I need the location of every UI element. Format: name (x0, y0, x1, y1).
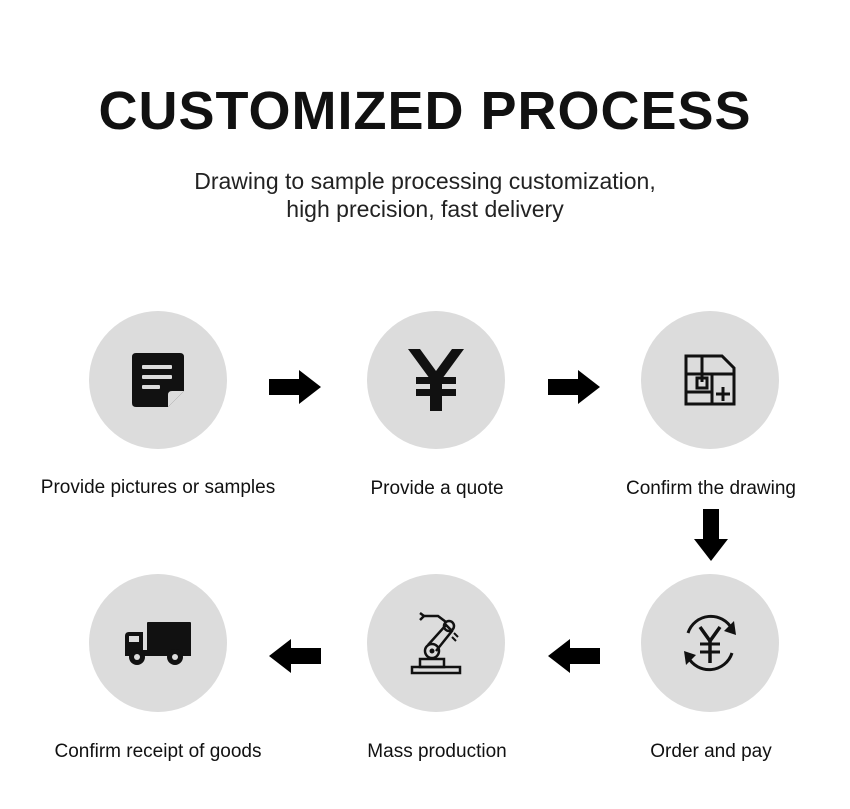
step-6-circle (89, 574, 227, 712)
subtitle-line-2: high precision, fast delivery (286, 196, 564, 222)
drawing-plan-icon (684, 354, 736, 406)
arrow-down (694, 509, 728, 561)
arrow-left-2 (269, 639, 321, 673)
step-3-circle (641, 311, 779, 449)
page-subtitle: Drawing to sample processing customizati… (0, 167, 850, 223)
subtitle-line-1: Drawing to sample processing customizati… (194, 168, 656, 194)
arrow-left-1 (548, 639, 600, 673)
yen-exchange-icon (684, 614, 736, 672)
step-4-circle (641, 574, 779, 712)
step-6-label: Confirm receipt of goods (54, 741, 262, 762)
truck-icon (125, 622, 191, 665)
step-2-label: Provide a quote (370, 478, 504, 499)
step-2-circle (367, 311, 505, 449)
step-4-label: Order and pay (650, 741, 772, 762)
page-title: CUSTOMIZED PROCESS (98, 81, 752, 141)
step-5-circle (367, 574, 505, 712)
yen-icon (408, 349, 464, 411)
robot-arm-icon (410, 612, 462, 675)
document-icon (132, 353, 184, 407)
step-5-label: Mass production (367, 741, 507, 762)
arrow-right-1 (269, 370, 321, 404)
step-3-label: Confirm the drawing (625, 478, 797, 499)
step-1-label: Provide pictures or samples (40, 477, 276, 498)
arrow-right-2 (548, 370, 600, 404)
step-1-circle (89, 311, 227, 449)
